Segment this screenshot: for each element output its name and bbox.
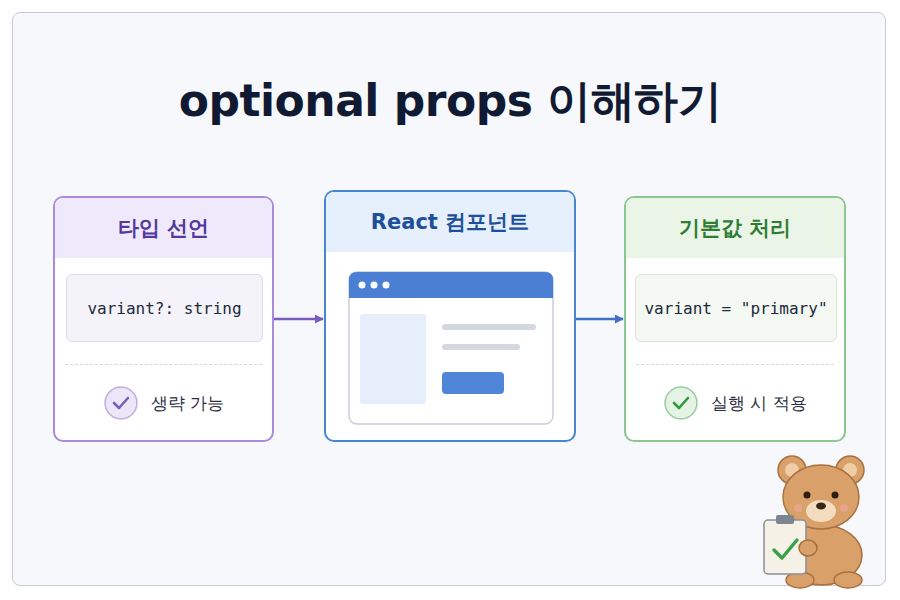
dashed-divider: [636, 364, 834, 365]
dashed-divider: [65, 364, 262, 365]
browser-window-icon: [346, 268, 556, 428]
diagram-title: optional props 이해하기: [0, 72, 900, 131]
card-header: 타입 선언: [55, 198, 272, 258]
code-snippet: variant = "primary": [644, 299, 827, 318]
code-snippet: variant?: string: [87, 299, 241, 318]
card-title: 타입 선언: [118, 214, 209, 242]
card-header: React 컴포넌트: [326, 192, 574, 252]
check-icon: [663, 385, 699, 421]
flow-arrow: [576, 318, 623, 321]
card-title: React 컴포넌트: [371, 208, 529, 236]
card-header: 기본값 처리: [626, 198, 844, 258]
card-footer: 실행 시 적용: [626, 376, 844, 430]
bear-mascot: [764, 456, 864, 588]
card-note: 생략 가능: [151, 392, 224, 415]
flow-arrow: [274, 318, 323, 321]
card-note: 실행 시 적용: [711, 392, 807, 415]
code-box: variant?: string: [66, 274, 263, 342]
card-footer: 생략 가능: [55, 376, 272, 430]
code-box: variant = "primary": [635, 274, 837, 342]
check-icon: [103, 385, 139, 421]
step-card: 기본값 처리실행 시 적용 variant = "primary": [624, 196, 846, 442]
step-card: 타입 선언생략 가능 variant?: string: [53, 196, 274, 442]
card-title: 기본값 처리: [679, 214, 791, 242]
step-card: React 컴포넌트: [324, 190, 576, 442]
